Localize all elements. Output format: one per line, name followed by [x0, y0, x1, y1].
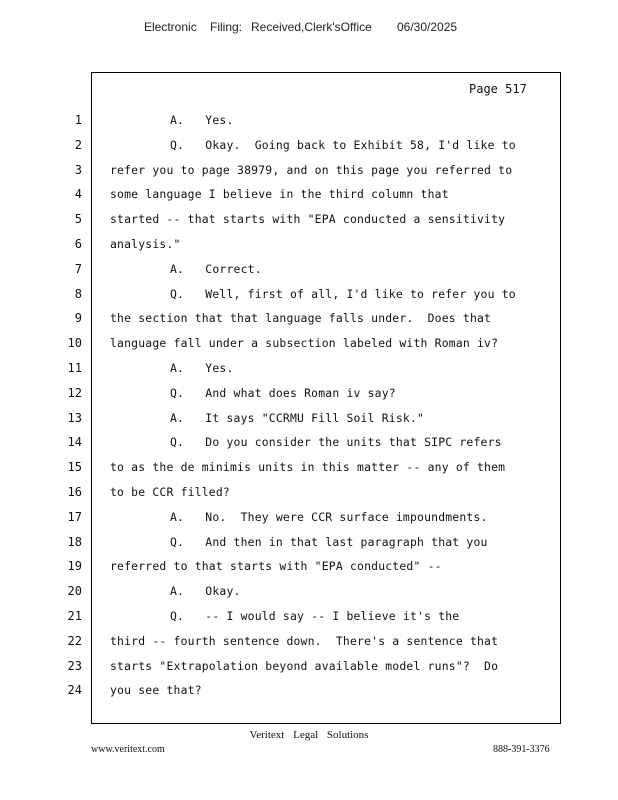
line-number: 12	[67, 385, 82, 400]
transcript-line: to be CCR filled?	[110, 485, 230, 499]
page-number: Page 517	[469, 82, 527, 96]
footer-website: www.veritext.com	[91, 744, 165, 755]
transcript-line: refer you to page 38979, and on this pag…	[110, 162, 513, 177]
transcript-line: Q. Okay. Going back to Exhibit 58, I'd l…	[170, 137, 516, 152]
line-number: 13	[67, 410, 82, 425]
line-number: 11	[67, 361, 82, 375]
transcript-line: Q. And then in that last paragraph that …	[170, 534, 488, 549]
transcript-line: A. Okay.	[170, 584, 241, 599]
line-number: 14	[67, 435, 82, 450]
transcript-line: A. Correct.	[170, 261, 262, 276]
line-number: 9	[74, 311, 82, 326]
filing-label-filing: Filing:	[210, 20, 243, 34]
transcript-line: Q. Do you consider the units that SIPC r…	[170, 435, 502, 450]
line-number: 20	[67, 584, 82, 599]
line-number: 23	[67, 658, 82, 673]
transcript-line: to as the de minimis units in this matte…	[110, 460, 506, 475]
transcript-line: started -- that starts with "EPA conduct…	[110, 212, 506, 227]
line-number: 5	[74, 212, 82, 227]
footer-brand: Veritext Legal Solutions	[249, 729, 369, 741]
transcript-line: A. No. They were CCR surface impoundment…	[170, 509, 488, 524]
transcript-line: analysis."	[110, 237, 181, 251]
transcript-line: starts "Extrapolation beyond available m…	[110, 658, 499, 673]
line-number: 16	[67, 485, 82, 499]
filing-date: 06/30/2025	[397, 20, 458, 34]
transcript-line: referred to that starts with "EPA conduc…	[110, 559, 442, 574]
line-number: 22	[67, 633, 82, 648]
transcript-line: A. Yes.	[170, 361, 234, 375]
transcript-line: Q. -- I would say -- I believe it's the	[170, 609, 460, 623]
line-number: 19	[67, 559, 82, 574]
filing-label-electronic: Electronic	[144, 20, 197, 34]
transcript-line: A. Yes.	[170, 113, 234, 127]
line-number: 1	[74, 113, 82, 127]
transcript-line: Q. And what does Roman iv say?	[170, 385, 396, 400]
line-number: 2	[74, 137, 82, 152]
transcript-line: Q. Well, first of all, I'd like to refer…	[170, 286, 516, 301]
transcript-line: you see that?	[110, 683, 202, 698]
filing-label-received: Received,Clerk'sOffice	[251, 20, 372, 34]
line-number: 15	[67, 460, 82, 475]
transcript-line: some language I believe in the third col…	[110, 187, 449, 202]
line-number: 24	[67, 683, 82, 698]
line-number: 21	[67, 609, 82, 623]
transcript-line: language fall under a subsection labeled…	[110, 336, 499, 351]
line-number: 17	[67, 509, 82, 524]
transcript-page-frame	[91, 72, 561, 724]
line-number: 4	[74, 187, 82, 202]
transcript-line: A. It says "CCRMU Fill Soil Risk."	[170, 410, 425, 425]
filing-stamp-header: Electronic Filing: Received,Clerk'sOffic…	[0, 20, 618, 38]
footer-phone: 888-391-3376	[493, 744, 550, 755]
line-number: 10	[67, 336, 82, 351]
line-number: 7	[74, 261, 82, 276]
line-number: 3	[74, 162, 82, 177]
line-number: 6	[74, 237, 82, 251]
transcript-line: the section that that language falls und…	[110, 311, 492, 326]
transcript-line: third -- fourth sentence down. There's a…	[110, 633, 499, 648]
line-number: 8	[74, 286, 82, 301]
line-number: 18	[67, 534, 82, 549]
